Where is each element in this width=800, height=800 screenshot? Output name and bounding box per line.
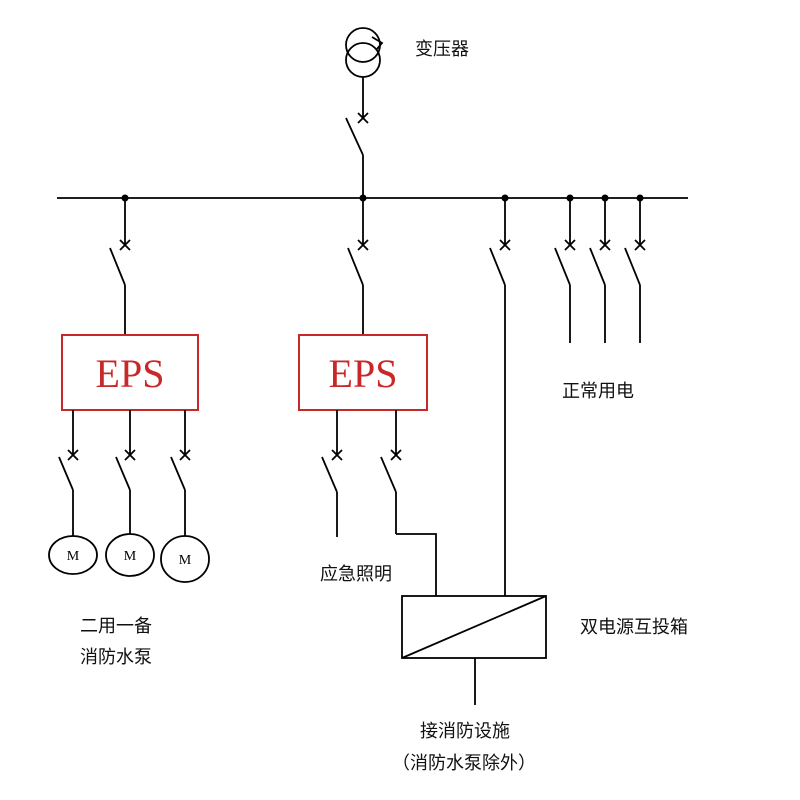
eps-box-pumps: EPS: [61, 334, 199, 411]
fire-facilities-label-line2: （消防水泵除外）: [392, 753, 536, 774]
pumps-label-line1: 二用一备: [80, 616, 152, 637]
svg-text:M: M: [179, 553, 192, 568]
feeder-breaker-ats: [489, 198, 511, 596]
pumps-label-line2: 消防水泵: [80, 647, 152, 668]
ats-box: [401, 595, 547, 705]
main-breaker: [345, 77, 369, 198]
eps-label-pumps: EPS: [96, 351, 165, 396]
transformer-symbol: [345, 27, 384, 78]
normal-power-label: 正常用电: [562, 381, 634, 402]
feeder-breaker-pumps: [109, 198, 131, 335]
feeder-breaker-lighting: [347, 198, 369, 335]
motor-2: M: [105, 533, 155, 577]
ats-box-label: 双电源互投箱: [580, 617, 688, 638]
emergency-lighting-label: 应急照明: [320, 564, 392, 585]
pump-breakers: [58, 410, 191, 536]
motor-1: M: [48, 535, 98, 575]
fire-facilities-label-line1: 接消防设施: [420, 721, 510, 742]
lighting-breakers: [321, 410, 437, 596]
svg-text:M: M: [67, 549, 80, 564]
motor-3: M: [160, 535, 210, 583]
normal-power-feeders: [554, 198, 646, 343]
eps-box-lighting: EPS: [298, 334, 428, 411]
eps-label-lighting: EPS: [329, 351, 398, 396]
svg-text:M: M: [124, 549, 137, 564]
transformer-label: 变压器: [415, 39, 469, 60]
